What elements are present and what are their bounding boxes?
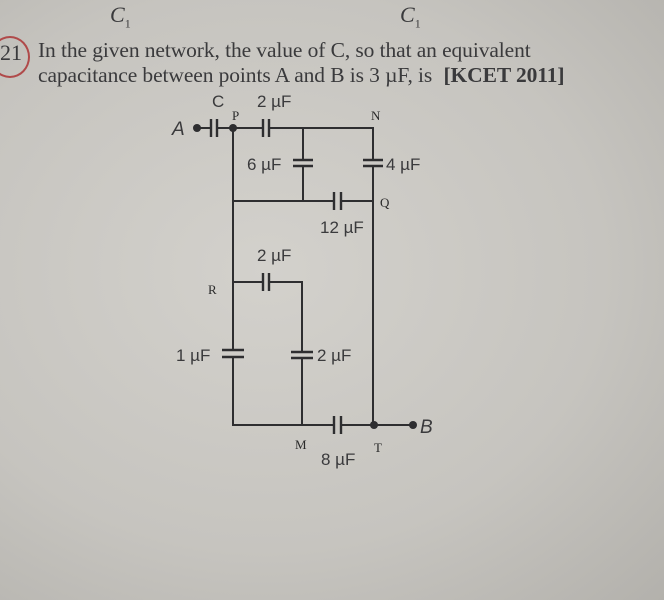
capacitor-4uf — [363, 158, 383, 168]
node-n-label: N — [371, 108, 381, 123]
terminal-b-dot — [409, 421, 417, 429]
question-number: 21 — [0, 40, 22, 65]
question-line-1: In the given network, the value of C, so… — [38, 38, 531, 62]
option-d-label: C1 — [400, 2, 421, 31]
capacitor-6uf — [293, 158, 313, 168]
capacitor-c — [209, 119, 219, 137]
capacitor-2uf-top — [261, 119, 271, 137]
capacitor-2uf-top-label: 2 µF — [257, 92, 291, 111]
capacitor-1uf-label: 1 µF — [176, 346, 210, 365]
node-t-dot — [370, 421, 378, 429]
node-t-label: T — [374, 440, 382, 455]
question-source: [KCET 2011] — [443, 63, 565, 87]
subscript: 1 — [414, 16, 421, 31]
capacitor-plates — [209, 119, 383, 434]
capacitor-8uf — [332, 416, 343, 434]
option-c-denominator: C1 — [110, 2, 131, 31]
capacitor-4uf-label: 4 µF — [386, 155, 420, 174]
option-c-label: C1 — [110, 2, 131, 31]
node-q-label: Q — [380, 195, 390, 210]
node-m-label: M — [295, 437, 307, 452]
capacitor-12uf-label: 12 µF — [320, 218, 364, 237]
capacitor-2uf-r-label: 2 µF — [257, 246, 291, 265]
capacitor-1uf — [222, 348, 244, 359]
wires — [197, 127, 413, 426]
terminal-b-label: B — [420, 417, 433, 438]
question-line-2: capacitance between points A and B is 3 … — [38, 63, 565, 88]
terminal-a-label: A — [171, 119, 185, 140]
node-r-label: R — [208, 282, 217, 297]
subscript: 1 — [124, 16, 131, 31]
option-d-denominator: C1 — [400, 2, 421, 31]
capacitor-2uf-r — [261, 273, 271, 291]
red-circle-mark — [0, 36, 30, 78]
capacitor-c-label: C — [212, 92, 224, 111]
node-p-dot — [229, 124, 237, 132]
capacitor-12uf — [332, 192, 343, 210]
question-line-2-text: capacitance between points A and B is 3 … — [38, 63, 433, 87]
node-p-label: P — [232, 108, 239, 123]
capacitor-8uf-label: 8 µF — [321, 450, 355, 469]
capacitor-2uf-v — [291, 350, 313, 360]
capacitor-2uf-v-label: 2 µF — [317, 346, 351, 365]
terminal-a-dot — [193, 124, 201, 132]
capacitor-6uf-label: 6 µF — [247, 155, 281, 174]
